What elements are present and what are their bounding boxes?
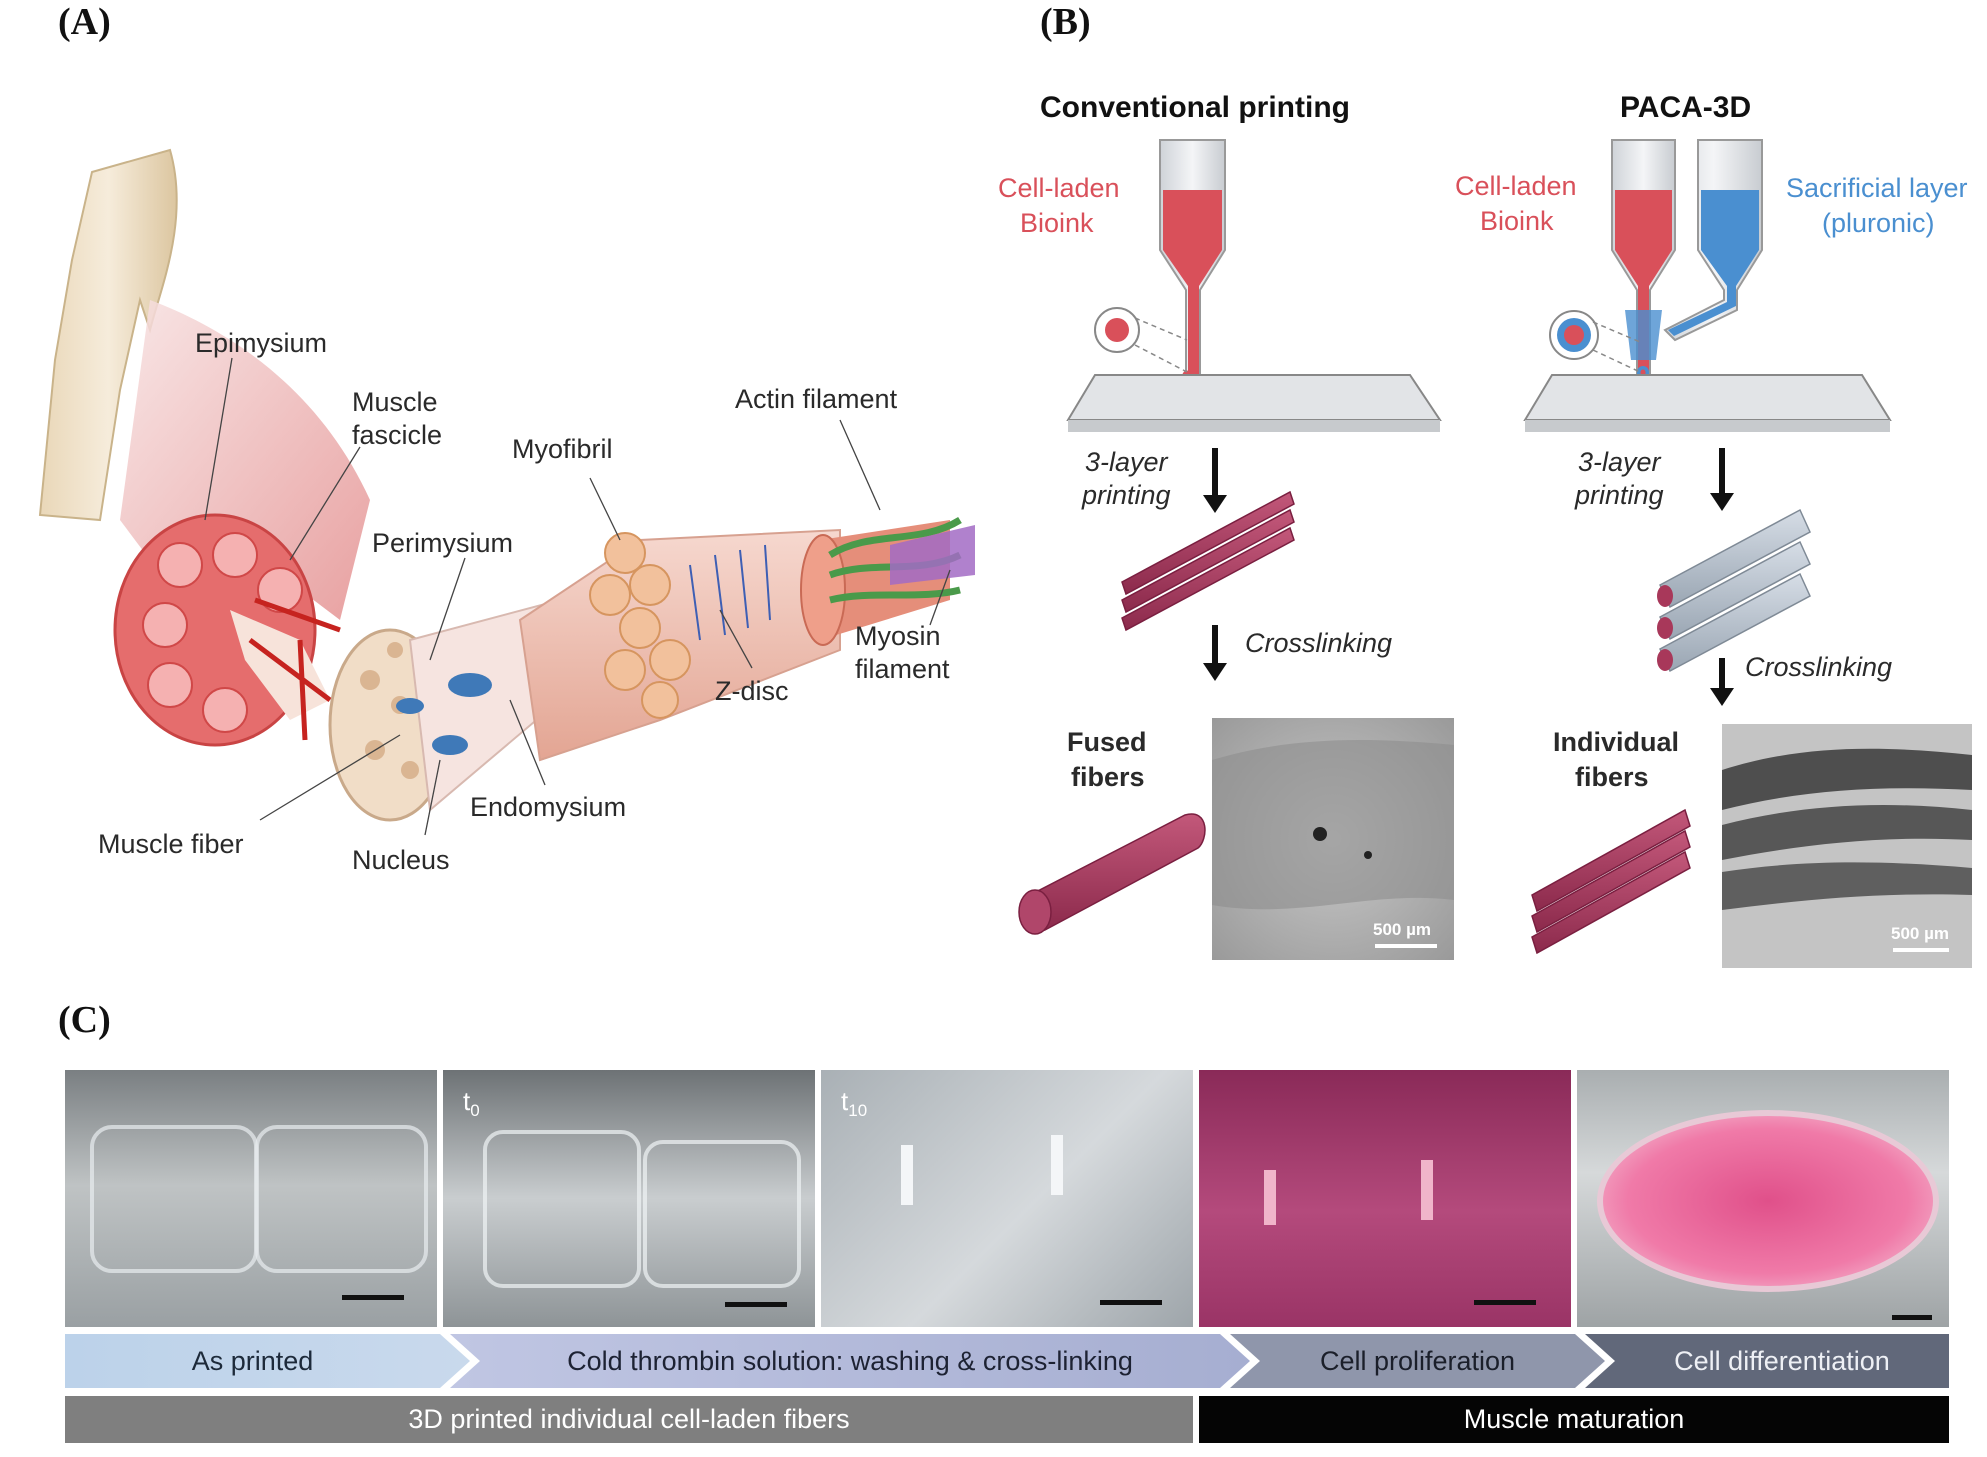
label-actin: Actin filament	[735, 384, 898, 414]
photo-t10: t10	[821, 1070, 1193, 1327]
timestamp-t10: t10	[841, 1086, 868, 1121]
individual-fibers	[1531, 808, 1691, 955]
label-epimysium: Epimysium	[195, 328, 327, 358]
label-myosin-2: filament	[855, 654, 950, 684]
label-myofibril: Myofibril	[512, 434, 613, 464]
phase-muscle-maturation: Muscle maturation	[1199, 1396, 1949, 1443]
paca-3d-diagram: PACA-3D Cell-laden Bioink Sacrificial la…	[1455, 91, 1972, 968]
conventional-scale: 500 µm	[1373, 920, 1431, 939]
anatomy-labels: Epimysium Muscle fascicle Myofibril Acti…	[98, 328, 950, 875]
label-endomysium: Endomysium	[470, 792, 626, 822]
paca-step2: Crosslinking	[1745, 652, 1892, 682]
figure-diagram: Epimysium Muscle fascicle Myofibril Acti…	[38, 91, 1972, 968]
conventional-step2: Crosslinking	[1245, 628, 1392, 658]
stage-proliferation: Cell proliferation	[1319, 1346, 1516, 1376]
conventional-stacked-fibers	[1121, 490, 1295, 632]
nucleus-shape	[448, 673, 492, 697]
conventional-step1-2: printing	[1081, 480, 1171, 510]
paca-sheathed-fibers	[1657, 508, 1811, 673]
stage-as-printed: As printed	[191, 1346, 314, 1376]
photo-as-printed	[65, 1070, 437, 1327]
panel-label-c: (C)	[58, 999, 111, 1041]
stage-differentiation: Cell differentiation	[1674, 1346, 1890, 1376]
photo-cell-proliferation	[1199, 1070, 1571, 1327]
photo-cell-differentiation	[1577, 1070, 1949, 1327]
stage-thrombin: Cold thrombin solution: washing & cross-…	[567, 1346, 1133, 1376]
myofibril-ends	[589, 532, 691, 719]
muscle-anatomy-illustration	[38, 148, 975, 836]
paca-step1-2: printing	[1574, 480, 1664, 510]
label-muscle-fascicle-2: fascicle	[352, 420, 442, 450]
conventional-result-2: fibers	[1071, 762, 1145, 792]
conventional-printing-diagram: Conventional printing Cell-laden Bioink …	[998, 91, 1454, 960]
epimysium-fan	[120, 300, 370, 620]
timestamp-t0: t0	[463, 1086, 480, 1121]
paca-step1-1: 3-layer	[1578, 447, 1662, 477]
label-perimysium: Perimysium	[372, 528, 513, 558]
conventional-step1-1: 3-layer	[1085, 447, 1169, 477]
panel-label-a: (A)	[58, 1, 111, 43]
paca-scale: 500 µm	[1891, 924, 1949, 943]
conventional-title: Conventional printing	[1040, 91, 1350, 124]
phase-printed-fibers: 3D printed individual cell-laden fibers	[65, 1396, 1193, 1443]
conventional-bioink-2: Bioink	[1020, 208, 1094, 238]
paca-result-2: fibers	[1575, 762, 1649, 792]
actin-myosin-filaments	[828, 516, 975, 604]
fused-fiber	[1029, 813, 1206, 932]
panel-label-b: (B)	[1040, 1, 1091, 43]
label-myosin-1: Myosin	[855, 621, 941, 651]
conventional-plate	[1066, 374, 1442, 421]
label-muscle-fiber: Muscle fiber	[98, 829, 244, 859]
paca-bioink-1: Cell-laden	[1455, 171, 1577, 201]
paca-bioink-2: Bioink	[1480, 206, 1554, 236]
paca-plate	[1523, 374, 1892, 421]
photo-t0: t0	[443, 1070, 815, 1327]
tendon-shape	[38, 148, 178, 522]
conventional-result-1: Fused	[1067, 727, 1147, 757]
label-muscle-fascicle-1: Muscle	[352, 387, 438, 417]
label-nucleus: Nucleus	[352, 845, 450, 875]
label-zdisc: Z-disc	[715, 676, 789, 706]
paca-result-1: Individual	[1553, 727, 1679, 757]
paca-title: PACA-3D	[1620, 91, 1751, 124]
conventional-bioink-1: Cell-laden	[998, 173, 1120, 203]
paca-sacrificial-2: (pluronic)	[1822, 208, 1935, 238]
paca-sacrificial-1: Sacrificial layer	[1786, 173, 1968, 203]
